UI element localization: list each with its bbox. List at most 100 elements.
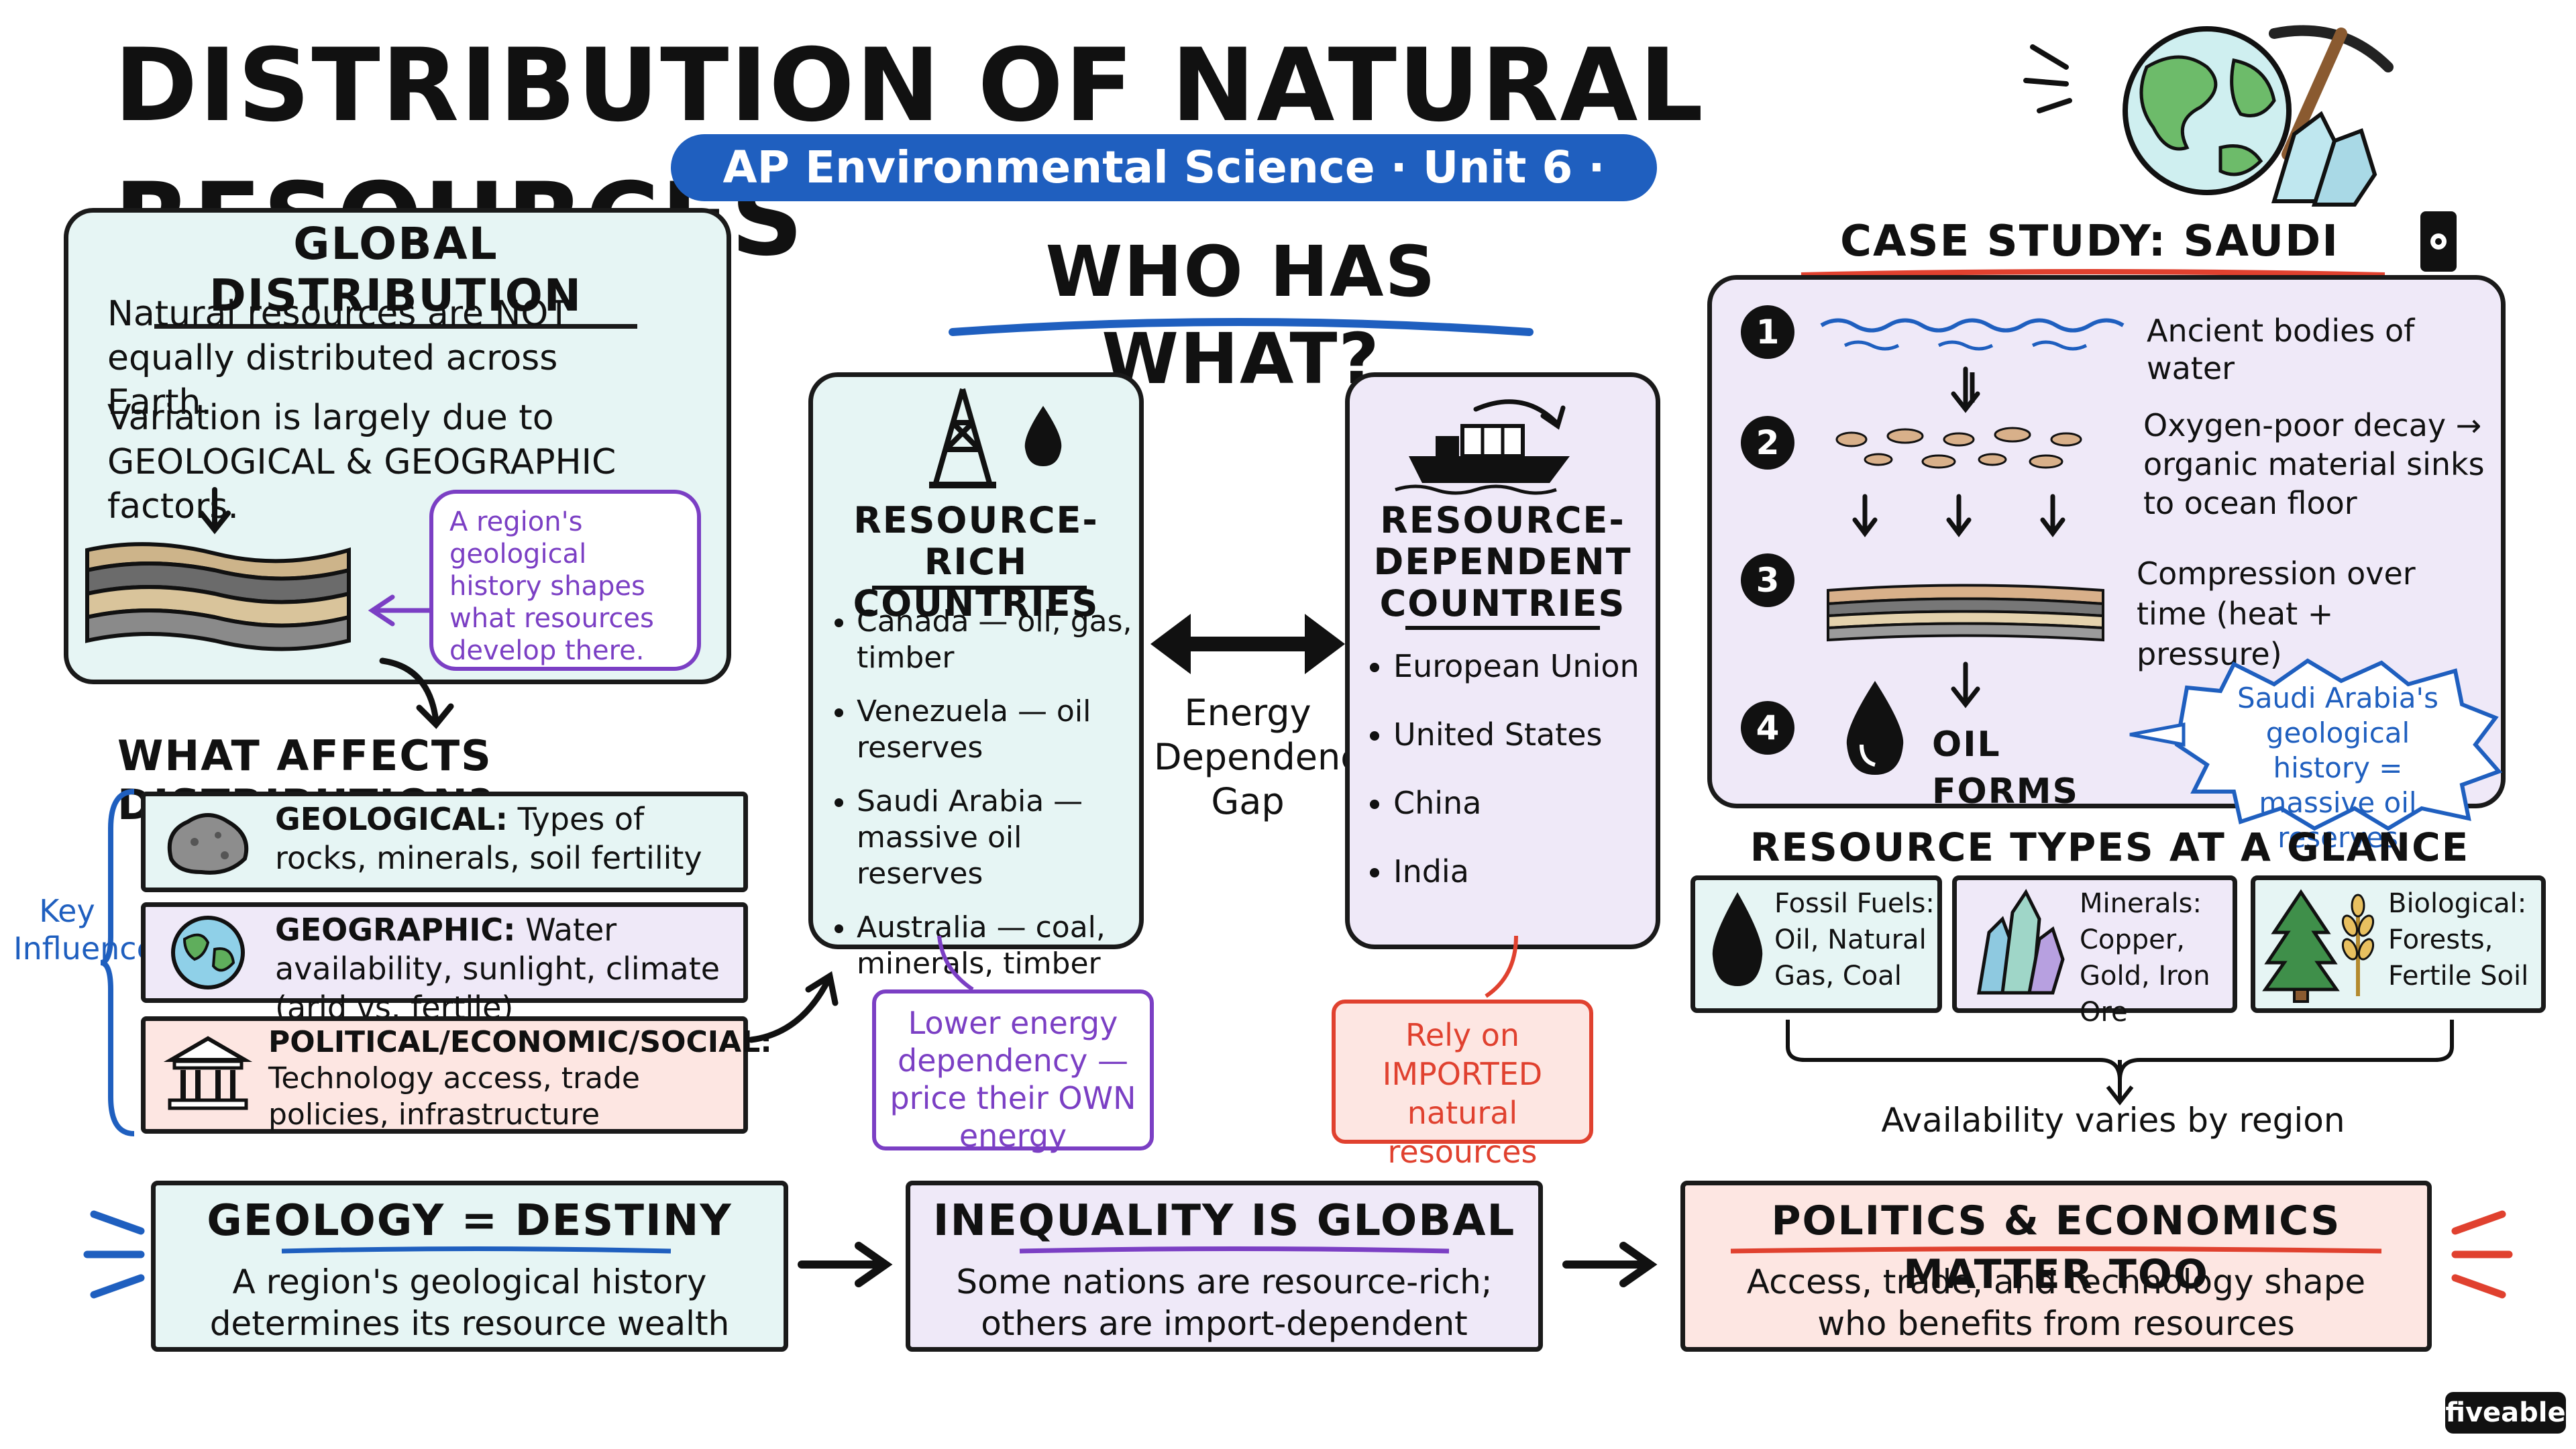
banner-geology-destiny — [151, 1181, 788, 1352]
step-2-text: Oxygen-poor decay → organic material sin… — [2143, 407, 2485, 521]
resource-rich-card — [808, 372, 1144, 949]
dependent-title-underline — [1405, 626, 1600, 630]
crystal-icon — [2271, 111, 2377, 207]
list-item: Canada — oil, gas, timber — [857, 604, 1137, 676]
step-number-1: 1 — [1756, 313, 1780, 352]
resource-dependent-list: European Union United States China India — [1358, 647, 1654, 908]
list-item: European Union — [1393, 647, 1654, 685]
influence-political-head: POLITICAL/ECONOMIC/SOCIAL: — [268, 1025, 772, 1059]
subtitle-banner: AP Environmental Science · Unit 6 · Topi… — [671, 134, 1657, 260]
geological-history-callout: A region's geological history shapes wha… — [429, 490, 701, 671]
key-influences-label: Key Influences — [13, 893, 172, 967]
list-item: United States — [1393, 716, 1654, 753]
list-item: India — [1393, 853, 1654, 890]
step-number-2: 2 — [1756, 423, 1780, 462]
tree-icon — [2262, 889, 2340, 1003]
burst-callout-shape — [2174, 658, 2503, 831]
who-underline — [949, 318, 1534, 336]
step-1-text: Ancient bodies of water — [2147, 313, 2415, 386]
banner-geology-body: A region's geological history determines… — [209, 1263, 730, 1343]
oil-derrick-icon — [929, 388, 996, 488]
oil-barrel-icon — [2420, 211, 2457, 272]
arrow-step-3-4 — [1951, 661, 1980, 708]
global-distribution-title: GLOBAL DISTRIBUTION — [154, 218, 637, 329]
who-has-what-title: WHO HAS WHAT? — [1045, 231, 1437, 400]
step-badge-4: 4 — [1741, 701, 1794, 755]
imported-note: Rely on IMPORTED natural resources — [1332, 1000, 1593, 1170]
oil-drop-icon — [1024, 406, 1062, 466]
water-waves-icon — [1820, 318, 2125, 402]
compressed-layers-icon — [1827, 584, 2104, 642]
step-number-4: 4 — [1756, 708, 1780, 747]
arrow-banner-1-2 — [798, 1242, 893, 1287]
list-item: Saudi Arabia — massive oil reserves — [857, 784, 1137, 892]
earth-icon — [171, 916, 245, 989]
resource-dependent-title: RESOURCE-DEPENDENT COUNTRIES — [1373, 499, 1632, 625]
right-sparks — [2451, 1210, 2513, 1299]
influence-geological-text: GEOLOGICAL: Types of rocks, minerals, so… — [275, 800, 738, 877]
government-building-icon — [163, 1036, 253, 1110]
influence-political — [141, 1016, 748, 1134]
callout-pointer-arrow — [368, 594, 432, 627]
oil-drop-large-icon — [1846, 681, 1904, 775]
arrow-to-rich — [748, 971, 839, 1043]
banner-inequality-underline — [1019, 1246, 1450, 1254]
double-arrow — [1150, 614, 1345, 674]
list-item: Australia — coal, minerals, timber — [857, 910, 1137, 982]
influence-political-text: POLITICAL/ECONOMIC/SOCIAL: Technology ac… — [268, 1024, 772, 1133]
rich-note-connector — [937, 935, 974, 991]
energy-gap-label: Energy Dependency Gap — [1154, 692, 1382, 822]
resource-types-title: RESOURCE TYPES AT A GLANCE — [1750, 824, 2470, 870]
cargo-ship-icon — [1395, 399, 1570, 495]
step-3-text: Compression over time (heat + pressure) — [2137, 555, 2416, 672]
rich-title-underline — [872, 586, 1087, 590]
influence-political-body: Technology access, trade policies, infra… — [268, 1061, 640, 1132]
wheat-icon — [2341, 894, 2375, 996]
banner-politics-title: POLITICS & ECONOMICS MATTER TOO — [1771, 1197, 2341, 1298]
influence-geographic-body: Water availability, sunlight, climate (a… — [275, 912, 720, 1026]
global-line-1: Natural resources are NOT equally distri… — [107, 294, 570, 423]
list-item: Venezuela — oil reserves — [857, 694, 1137, 766]
type-minerals-text: Minerals: Copper, Gold, Iron Ore — [2080, 888, 2210, 1028]
banner-politics-body: Access, trade, and technology shape who … — [1746, 1263, 2366, 1343]
fiveable-logo: fiveable — [2445, 1392, 2566, 1434]
banner-geology-title: GEOLOGY = DESTINY — [207, 1196, 733, 1246]
influence-geographic-head: GEOGRAPHIC: — [275, 912, 516, 948]
influence-geological — [141, 792, 748, 892]
burst-pointer — [2129, 722, 2186, 747]
step-number-3: 3 — [1756, 561, 1780, 600]
case-title-underline — [1801, 269, 2385, 278]
rock-layers-icon — [85, 487, 351, 651]
dependent-note-connector — [1485, 935, 1518, 998]
banner-politics — [1680, 1181, 2432, 1352]
banner-politics-underline — [1730, 1246, 2382, 1254]
step-badge-2: 2 — [1741, 416, 1794, 470]
step-badge-1: 1 — [1741, 305, 1794, 359]
banner-inequality-title: INEQUALITY IS GLOBAL — [932, 1196, 1516, 1246]
left-sparks — [83, 1210, 145, 1299]
globe-icon — [2123, 25, 2394, 207]
arrow-step-1-2 — [1951, 366, 1980, 413]
lower-dependency-note: Lower energy dependency — price their OW… — [872, 989, 1154, 1154]
step-4-text: OIL FORMS — [1932, 724, 2079, 812]
compression-arrows — [1852, 494, 2065, 537]
rock-icon — [167, 813, 249, 875]
resource-rich-list: Canada — oil, gas, timber Venezuela — oi… — [822, 604, 1137, 1000]
key-bracket — [100, 789, 135, 1136]
title-sparks — [2023, 44, 2072, 113]
influence-geological-body: Types of rocks, minerals, soil fertility — [275, 801, 702, 876]
banner-geology-underline — [281, 1246, 672, 1254]
influence-geographic-text: GEOGRAPHIC: Water availability, sunlight… — [275, 910, 738, 1027]
crystal-icon — [1977, 889, 2065, 995]
banner-inequality-body: Some nations are resource-rich; others a… — [956, 1263, 1493, 1343]
curve-arrow-down — [379, 657, 454, 729]
types-bracket — [1786, 1020, 2454, 1106]
page-title: DISTRIBUTION OF NATURAL RESOURCES — [114, 28, 1705, 278]
type-biological-text: Biological: Forests, Fertile Soil — [2388, 888, 2529, 991]
organic-sediment-icon — [1835, 427, 2082, 469]
type-fossil-fuels-text: Fossil Fuels: Oil, Natural Gas, Coal — [1774, 888, 1935, 991]
banner-inequality — [906, 1181, 1543, 1352]
list-item: China — [1393, 784, 1654, 822]
arrow-banner-2-3 — [1562, 1242, 1658, 1287]
availability-label: Availability varies by region — [1881, 1101, 2345, 1140]
